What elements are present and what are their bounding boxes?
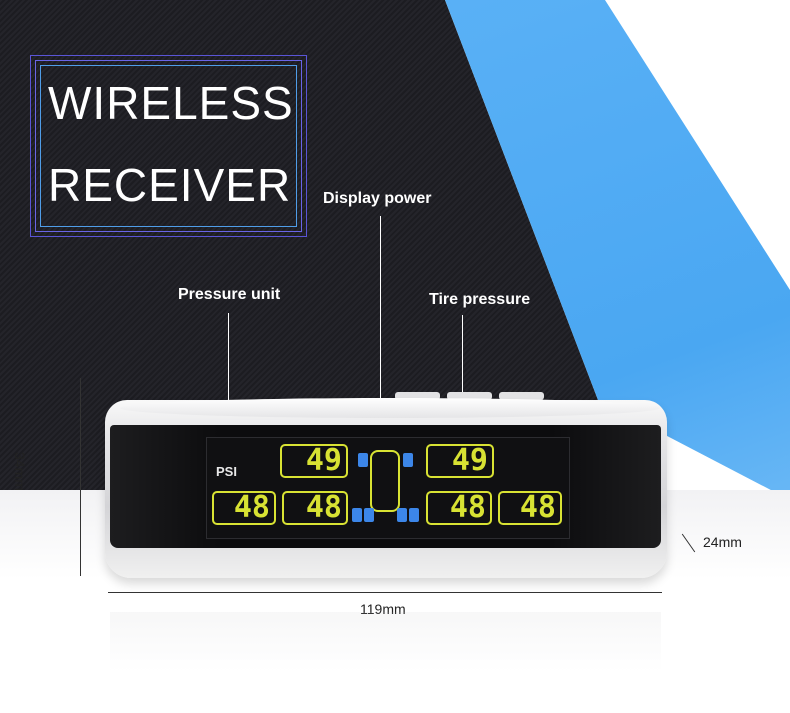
vehicle-icon <box>370 450 400 512</box>
callout-pressure-unit: Pressure unit <box>178 286 281 303</box>
callout-tire-pressure: Tire pressure <box>429 291 531 308</box>
tire-rear-inner-left-icon <box>364 508 374 522</box>
callout-line-display-power <box>380 216 381 494</box>
rear-inner-left-pressure: 48 <box>282 491 348 525</box>
width-dimension-line <box>108 592 662 593</box>
title-frame-inner <box>40 65 297 227</box>
pressure-unit-label: PSI <box>216 464 237 479</box>
tire-front-right-icon <box>403 453 413 467</box>
tire-front-left-icon <box>358 453 368 467</box>
rear-outer-left-pressure: 48 <box>212 491 276 525</box>
tire-rear-outer-left-icon <box>352 508 362 522</box>
title-line-1: WIRELESS <box>48 77 294 129</box>
tire-rear-outer-right-icon <box>409 508 419 522</box>
height-dimension-line <box>80 378 81 576</box>
callout-line-pressure-unit <box>228 313 229 473</box>
front-right-pressure: 49 <box>426 444 494 478</box>
device-button-2 <box>447 392 492 400</box>
tire-rear-inner-right-icon <box>397 508 407 522</box>
rear-outer-right-pressure: 48 <box>498 491 562 525</box>
title-frame-middle <box>35 60 302 232</box>
height-dimension-label: 34mm <box>12 452 28 491</box>
front-left-pressure: 49 <box>280 444 348 478</box>
device-top <box>120 398 660 418</box>
device-button-3 <box>499 392 544 400</box>
title-line-2: RECEIVER <box>48 159 292 211</box>
title-frame-outer <box>30 55 307 237</box>
device-reflection <box>110 612 661 672</box>
lcd-screen <box>206 437 570 539</box>
device-button-1 <box>395 392 440 400</box>
rear-inner-right-pressure: 48 <box>426 491 492 525</box>
width-dimension-label: 119mm <box>360 601 406 617</box>
depth-dimension-label: 24mm <box>703 534 742 550</box>
callout-display-power: Display power <box>323 190 432 207</box>
